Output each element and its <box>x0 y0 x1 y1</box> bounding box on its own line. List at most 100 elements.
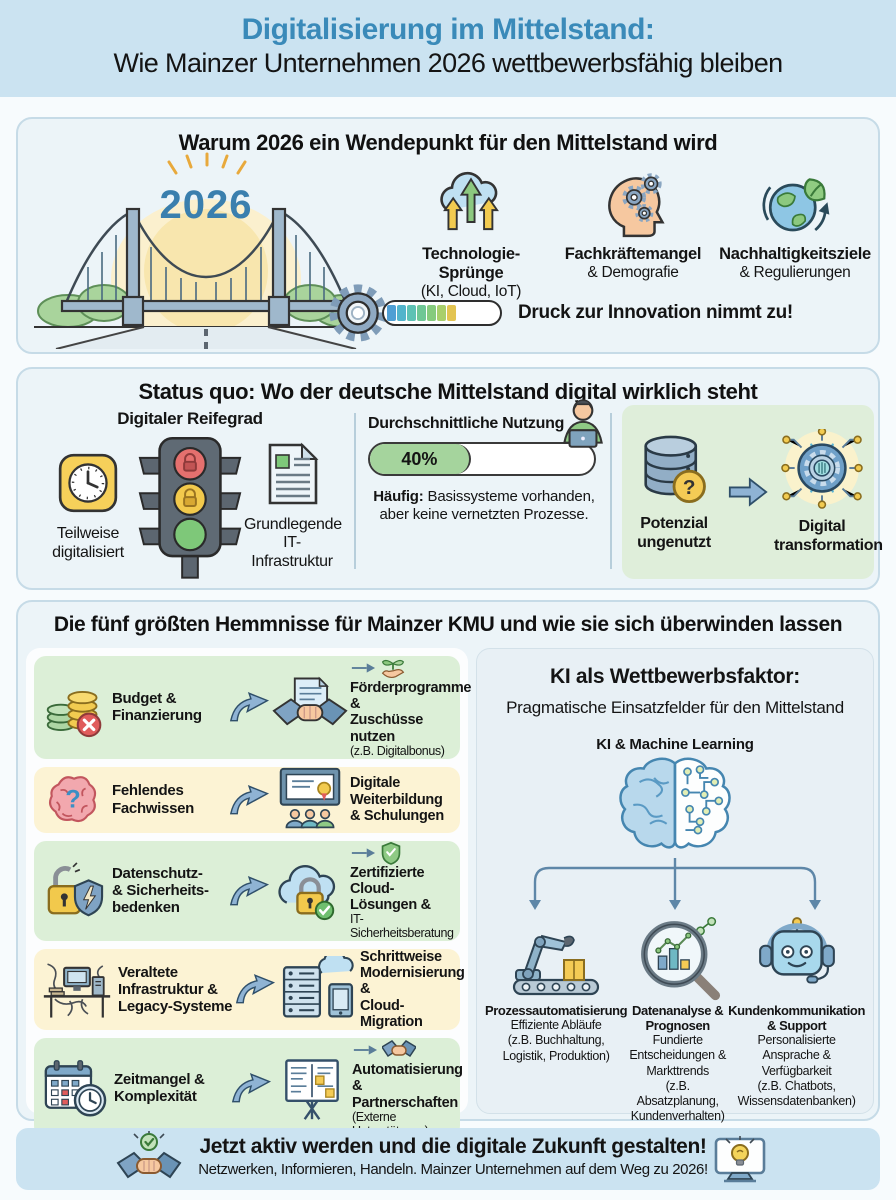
ai-brain-icon <box>619 757 731 849</box>
potential-panel: ? Potenzial ungenutzt <box>622 405 883 579</box>
handshake-contract-icon <box>272 677 348 726</box>
svg-text:?: ? <box>683 476 696 499</box>
usage-value: 40% <box>370 444 471 474</box>
digital-transformation: Digital transformation <box>774 427 883 555</box>
curved-arrow-icon <box>231 1073 272 1103</box>
digital-gear-icon <box>781 427 863 509</box>
driver-sublabel: & Demografie <box>587 264 679 281</box>
obstacle-solution: Schrittweise Modernisierung & Cloud-Migr… <box>358 949 465 1030</box>
usage-caption: Häufig: Basissysteme vorhanden, aber kei… <box>373 488 595 523</box>
usage-zone: Durchschnittliche Nutzung 40% Häufig: Ba… <box>368 399 603 524</box>
training-board-icon <box>279 767 341 828</box>
curved-arrow-icon <box>229 875 270 906</box>
ki-field-lines: Effiziente Abläufe (z.B. Buchhaltung, Lo… <box>502 1018 610 1063</box>
section-turning-point: Warum 2026 ein Wendepunkt für den Mittel… <box>16 117 880 359</box>
cloud-lock-icon <box>278 864 336 920</box>
divider <box>354 413 356 569</box>
svg-text:?: ? <box>65 785 80 813</box>
traffic-light-icon <box>138 436 242 579</box>
footer-subtitle: Netzwerken, Informieren, Handeln. Mainze… <box>198 1161 708 1178</box>
curved-arrow-icon <box>229 784 270 815</box>
maturity-title: Digitaler Reifegrad <box>117 409 263 428</box>
small-arrow-icon <box>351 848 376 858</box>
bridge-icon <box>34 152 378 359</box>
obstacle-list: Budget & Finanzierung <box>26 648 472 1139</box>
driver-label: Technologie-Sprünge <box>422 245 520 282</box>
driver-sustainability: Nachhaltigkeitsziele & Regulierungen <box>714 159 876 301</box>
brain-question-icon: ? <box>48 775 97 822</box>
obstacle-solution: Förderprogramme & Zuschüsse nutzen (z.B.… <box>348 656 472 759</box>
solution-text: Zertifizierte Cloud-Lösungen & <box>350 864 431 914</box>
ki-title: KI als Wettbewerbsfaktor: <box>549 665 800 688</box>
driver-sublabel: & Regulierungen <box>739 264 851 281</box>
maturity-right-label: Grundlegende IT-Infrastruktur <box>244 515 342 570</box>
section-obstacles-title: Die fünf größten Hemmnisse für Mainzer K… <box>53 613 843 636</box>
obstacle-row-knowledge: ? Fehlendes Fachwissen <box>34 766 460 833</box>
robot-arm-icon <box>512 934 600 996</box>
head-gears-icon <box>608 173 665 238</box>
solution-note: IT-Sicherheitsberatung <box>350 912 454 941</box>
cloud-upload-icon <box>440 171 499 231</box>
kanban-board-icon <box>285 1059 339 1121</box>
obstacle-problem: Budget & Finanzierung <box>112 690 202 725</box>
database-question-icon: ? <box>644 435 706 504</box>
obstacle-solution: Zertifizierte Cloud-Lösungen & IT-Sicher… <box>348 841 454 941</box>
obstacle-row-budget: Budget & Finanzierung <box>34 656 472 759</box>
ki-field-analytics: Datenanalyse & Prognosen Fundierte Entsc… <box>627 915 728 1125</box>
maturity-left-label: Teilweise digitalisiert <box>52 525 124 561</box>
solution-text: Förderprogramme & Zuschüsse nutzen <box>350 680 472 745</box>
shield-check-icon <box>381 841 401 865</box>
potential-from-label: Potenzial ungenutzt <box>637 515 711 551</box>
pressure-label: Druck zur Innovation nimmt zu! <box>518 302 793 323</box>
obstacle-row-time: Zeitmangel & Komplexität <box>34 1038 463 1139</box>
maturity-partial: Teilweise digitalisiert <box>40 450 136 562</box>
ki-panel: KI als Wettbewerbsfaktor: Pragmatische E… <box>476 648 874 1123</box>
driver-workforce: Fachkräftemangel & Demografie <box>552 159 714 301</box>
ki-field-support: Kundenkommunikation & Support Personalis… <box>728 915 865 1125</box>
ki-field-list: Prozessautomatisierung Effiziente Abläuf… <box>477 915 873 1125</box>
monitor-bulb-icon <box>714 1136 766 1183</box>
ki-field-title: Kundenkommunikation & Support <box>728 1003 865 1033</box>
obstacle-solution: Digitale Weiterbildung & Schulungen <box>348 775 452 824</box>
clock-icon <box>58 453 118 513</box>
branch-connector <box>529 858 821 910</box>
potential-to-label: Digital transformation <box>774 518 883 554</box>
section-status-quo: Status quo: Wo der deutsche Mittelstand … <box>16 367 883 590</box>
innovation-pressure: Druck zur Innovation nimmt zu! <box>328 283 793 343</box>
maturity-zone: Digitaler Reifegrad Teilweise digitalisi… <box>32 409 348 581</box>
document-icon <box>268 442 319 505</box>
section-turning-point-title: Warum 2026 ein Wendepunkt für den Mittel… <box>178 130 718 155</box>
lock-shield-icon <box>47 862 104 917</box>
small-arrow-icon <box>351 663 376 673</box>
solution-note: (z.B. Digitalbonus) <box>350 743 445 758</box>
driver-sublabel: (KI, Cloud, IoT) <box>420 283 522 300</box>
footer-text: Jetzt aktiv werden und die digitale Zuku… <box>196 1135 710 1178</box>
ki-hub-label: KI & Machine Learning <box>596 736 754 753</box>
obstacle-row-legacy: Veraltete Infrastruktur & Legacy-Systeme <box>34 948 465 1031</box>
maturity-basic-it: Grundlegende IT-Infrastruktur <box>244 441 342 571</box>
ki-field-automation: Prozessautomatisierung Effiziente Abläuf… <box>485 915 628 1125</box>
header-band: Digitalisierung im Mittelstand: Wie Main… <box>0 0 896 97</box>
page-subtitle: Wie Mainzer Unternehmen 2026 wettbewerbs… <box>113 48 783 78</box>
solution-text: Automatisierung & Partnerschaften <box>352 1062 463 1111</box>
server-cloud-icon <box>282 956 354 1018</box>
obstacle-problem: Zeitmangel & Komplexität <box>114 1070 205 1106</box>
obstacle-problem: Fehlendes Fachwissen <box>112 782 195 817</box>
small-arrow-icon <box>353 1045 378 1055</box>
driver-list: Technologie-Sprünge (KI, Cloud, IoT) <box>390 159 876 301</box>
legacy-desk-icon <box>43 963 111 1019</box>
usage-progress-bar: 40% <box>368 442 596 476</box>
ki-field-title: Datenanalyse & Prognosen <box>632 1003 724 1033</box>
solution-text: Digitale Weiterbildung & Schulungen <box>350 775 444 824</box>
obstacle-row-security: Datenschutz- & Sicherheits- bedenken <box>34 840 460 941</box>
divider <box>610 413 612 569</box>
ki-field-title: Prozessautomatisierung <box>485 1003 628 1018</box>
magnifier-chart-icon <box>640 917 720 1001</box>
driver-label: Fachkräftemangel <box>564 245 702 263</box>
curved-arrow-icon <box>235 974 276 1004</box>
innovation-progress-bar <box>382 300 502 326</box>
usage-title: Durchschnittliche Nutzung <box>368 415 565 432</box>
ki-subtitle: Pragmatische Einsatzfelder für den Mitte… <box>506 698 844 717</box>
obstacle-solution: Automatisierung & Partnerschaften (Exter… <box>350 1038 463 1138</box>
